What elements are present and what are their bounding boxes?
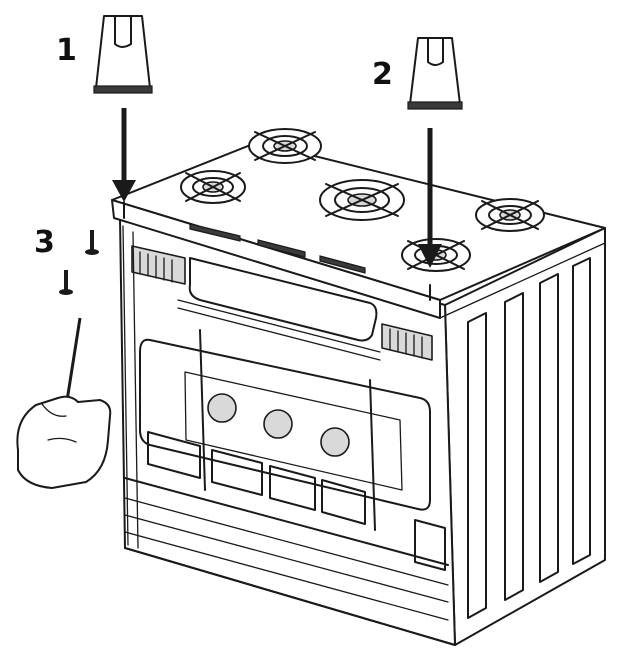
- step-label-2: 2: [372, 57, 393, 92]
- vent-grille-left: [131, 245, 186, 285]
- control-slots: [189, 223, 366, 274]
- arrow-down-right-icon: [418, 128, 442, 268]
- oven-door: [139, 329, 431, 531]
- burners: [180, 128, 545, 272]
- mounting-stand-left-icon: [93, 15, 153, 94]
- hand-with-screwdriver-icon: [16, 317, 112, 489]
- burner-center: [319, 179, 405, 221]
- step-label-1: 1: [56, 33, 77, 68]
- plinth: [124, 477, 456, 646]
- screw-icon: [59, 270, 73, 295]
- vent-grille-right: [381, 323, 433, 361]
- burner-front-left: [180, 170, 246, 204]
- mounting-stand-right-icon: [407, 37, 463, 110]
- lower-panels: [147, 431, 446, 571]
- side-panel-ribs: [467, 257, 591, 619]
- door-handle: [177, 257, 381, 361]
- burner-back-right: [475, 198, 545, 232]
- screw-icon: [85, 230, 99, 255]
- step-label-3: 3: [34, 225, 55, 260]
- burner-back-left: [248, 128, 322, 164]
- arrow-down-left-icon: [112, 108, 136, 202]
